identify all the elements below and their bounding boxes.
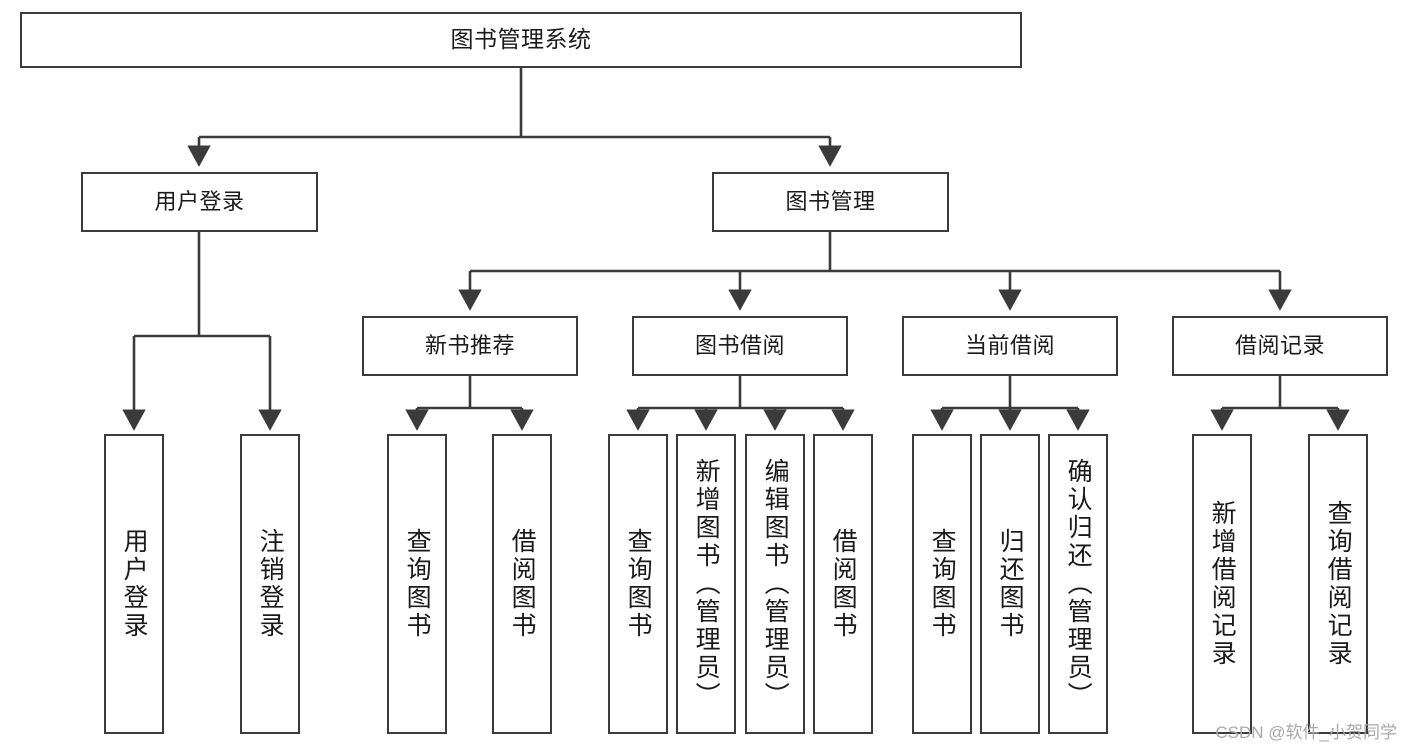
node-current-borrowing[interactable]: 当前借阅 <box>902 316 1118 376</box>
node-label: 新增借阅记录 <box>1208 500 1237 668</box>
node-label: 借阅图书 <box>829 528 858 640</box>
node-leaf-borrow-book[interactable]: 借阅图书 <box>813 434 873 734</box>
node-leaf-query-book-new[interactable]: 查询图书 <box>387 434 447 734</box>
node-label: 查询图书 <box>624 528 653 640</box>
node-label: 查询图书 <box>403 528 432 640</box>
node-label: 图书管理 <box>785 189 876 215</box>
node-label: 编辑图书（管理员） <box>761 458 790 710</box>
node-leaf-add-book-admin[interactable]: 新增图书（管理员） <box>676 434 736 734</box>
node-leaf-query-book-borrow[interactable]: 查询图书 <box>608 434 668 734</box>
node-leaf-query-borrow-record[interactable]: 查询借阅记录 <box>1308 434 1368 734</box>
node-label: 用户登录 <box>154 189 245 215</box>
watermark-text: CSDN @软件_小贺同学 <box>1215 723 1397 742</box>
node-new-book-recommendation[interactable]: 新书推荐 <box>362 316 578 376</box>
node-label: 注销登录 <box>256 528 285 640</box>
node-label: 新增图书（管理员） <box>692 458 721 710</box>
node-root-book-management-system[interactable]: 图书管理系统 <box>20 12 1022 68</box>
node-label: 新书推荐 <box>424 333 515 359</box>
node-leaf-borrow-book-new[interactable]: 借阅图书 <box>492 434 552 734</box>
node-label: 查询图书 <box>928 528 957 640</box>
node-borrowing-records[interactable]: 借阅记录 <box>1172 316 1388 376</box>
node-label: 用户登录 <box>120 528 149 640</box>
node-leaf-user-login[interactable]: 用户登录 <box>104 434 164 734</box>
node-book-borrowing[interactable]: 图书借阅 <box>632 316 848 376</box>
node-leaf-add-borrow-record[interactable]: 新增借阅记录 <box>1192 434 1252 734</box>
node-book-management[interactable]: 图书管理 <box>712 172 949 232</box>
node-leaf-return-book[interactable]: 归还图书 <box>980 434 1040 734</box>
node-label: 图书管理系统 <box>450 26 592 53</box>
node-leaf-query-book-current[interactable]: 查询图书 <box>912 434 972 734</box>
node-leaf-edit-book-admin[interactable]: 编辑图书（管理员） <box>745 434 805 734</box>
node-label: 查询借阅记录 <box>1324 500 1353 668</box>
node-user-login[interactable]: 用户登录 <box>81 172 318 232</box>
node-label: 当前借阅 <box>964 333 1055 359</box>
node-label: 归还图书 <box>996 528 1025 640</box>
node-label: 图书借阅 <box>694 333 785 359</box>
node-label: 借阅记录 <box>1234 333 1325 359</box>
node-label: 借阅图书 <box>508 528 537 640</box>
node-leaf-confirm-return-admin[interactable]: 确认归还（管理员） <box>1048 434 1108 734</box>
node-label: 确认归还（管理员） <box>1064 458 1093 710</box>
node-leaf-logout[interactable]: 注销登录 <box>240 434 300 734</box>
